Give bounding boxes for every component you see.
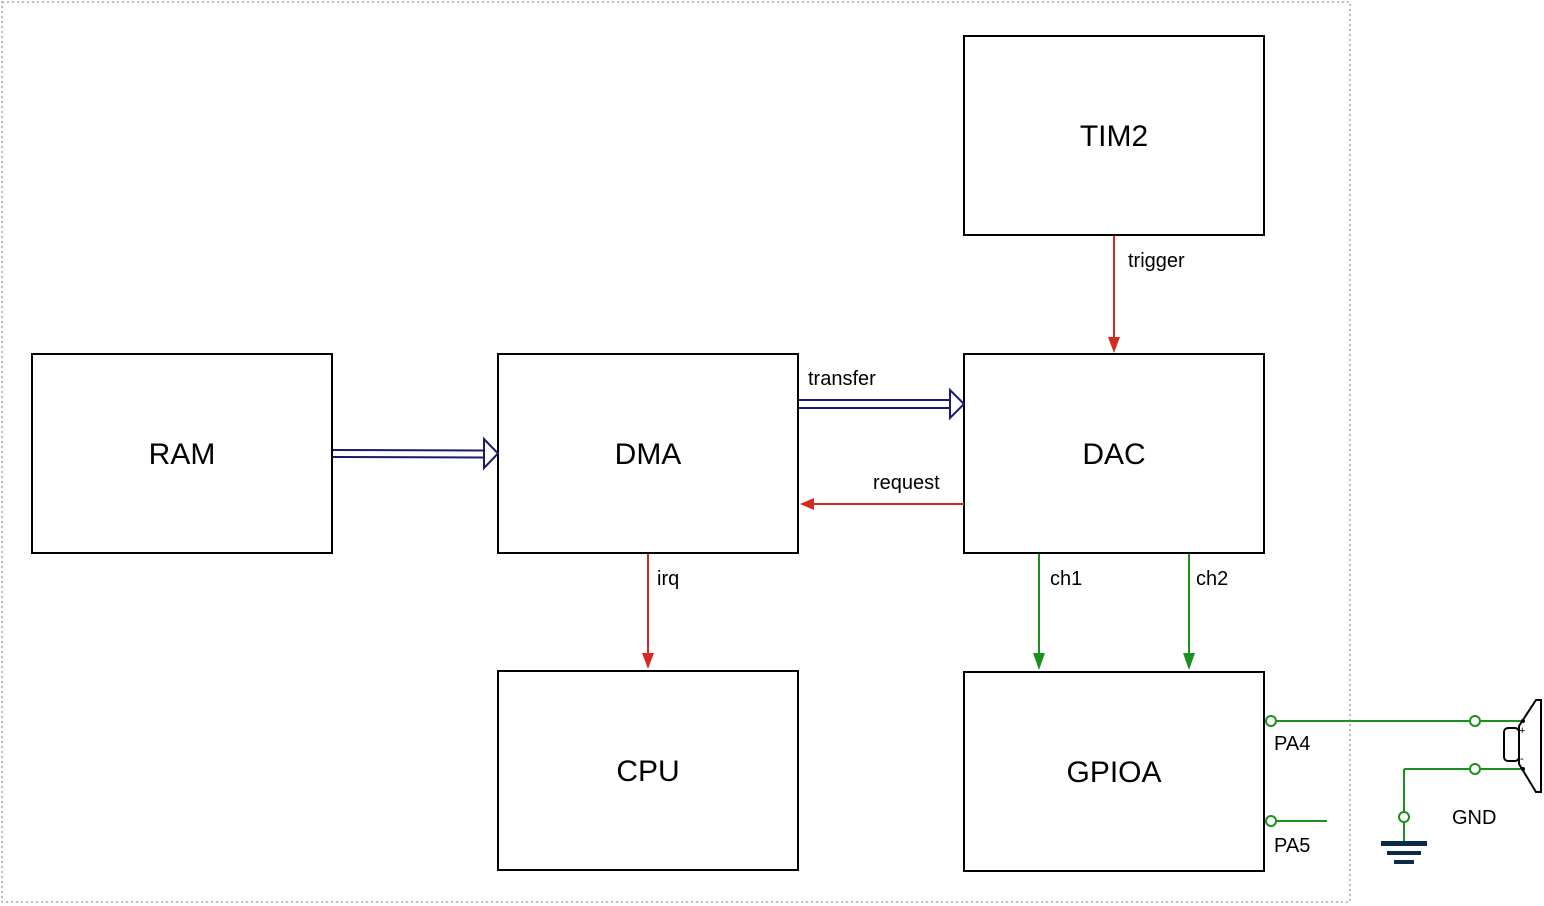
irq-arrow — [642, 554, 654, 669]
gpioa-label: GPIOA — [1066, 756, 1161, 789]
tim2-label: TIM2 — [1080, 120, 1148, 153]
irq-label: irq — [657, 568, 679, 590]
ram-block[interactable]: RAM — [31, 353, 333, 554]
gpioa-block[interactable]: GPIOA — [963, 671, 1265, 872]
pa4-pin[interactable] — [1265, 715, 1277, 727]
speaker-minus-mark: - — [1520, 753, 1524, 765]
pa5-wire — [1265, 815, 1327, 827]
pa5-label: PA5 — [1274, 835, 1310, 857]
gnd-pin[interactable] — [1398, 811, 1410, 823]
diagram-frame — [1, 1, 1351, 903]
speaker-plus-mark: + — [1519, 725, 1525, 737]
transfer-arrow — [799, 387, 966, 421]
request-arrow — [800, 498, 964, 510]
tim2-block[interactable]: TIM2 — [963, 35, 1265, 236]
cpu-label: CPU — [616, 755, 679, 788]
pa4-wire — [1265, 715, 1522, 727]
gnd-wire — [1398, 763, 1522, 823]
pa4-label: PA4 — [1274, 733, 1310, 755]
dma-block[interactable]: DMA — [497, 353, 799, 554]
request-label: request — [873, 472, 940, 494]
ch2-arrow — [1183, 554, 1195, 670]
cpu-block[interactable]: CPU — [497, 670, 799, 871]
ram-to-dma-arrow — [332, 436, 500, 471]
ground-symbol-icon — [1381, 822, 1427, 864]
gnd-label: GND — [1452, 807, 1496, 829]
transfer-label: transfer — [808, 368, 876, 390]
ch2-label: ch2 — [1196, 568, 1228, 590]
dac-block[interactable]: DAC — [963, 353, 1265, 554]
pa5-pin[interactable] — [1265, 815, 1277, 827]
speaker-plus-pin[interactable] — [1469, 715, 1481, 727]
speaker-minus-pin[interactable] — [1469, 763, 1481, 775]
ram-label: RAM — [149, 438, 216, 471]
ch1-label: ch1 — [1050, 568, 1082, 590]
dma-label: DMA — [615, 438, 682, 471]
trigger-arrow — [1108, 236, 1120, 353]
ch1-arrow — [1033, 554, 1045, 670]
speaker-icon: + - — [1503, 699, 1542, 793]
trigger-label: trigger — [1128, 250, 1185, 272]
dac-label: DAC — [1082, 438, 1145, 471]
